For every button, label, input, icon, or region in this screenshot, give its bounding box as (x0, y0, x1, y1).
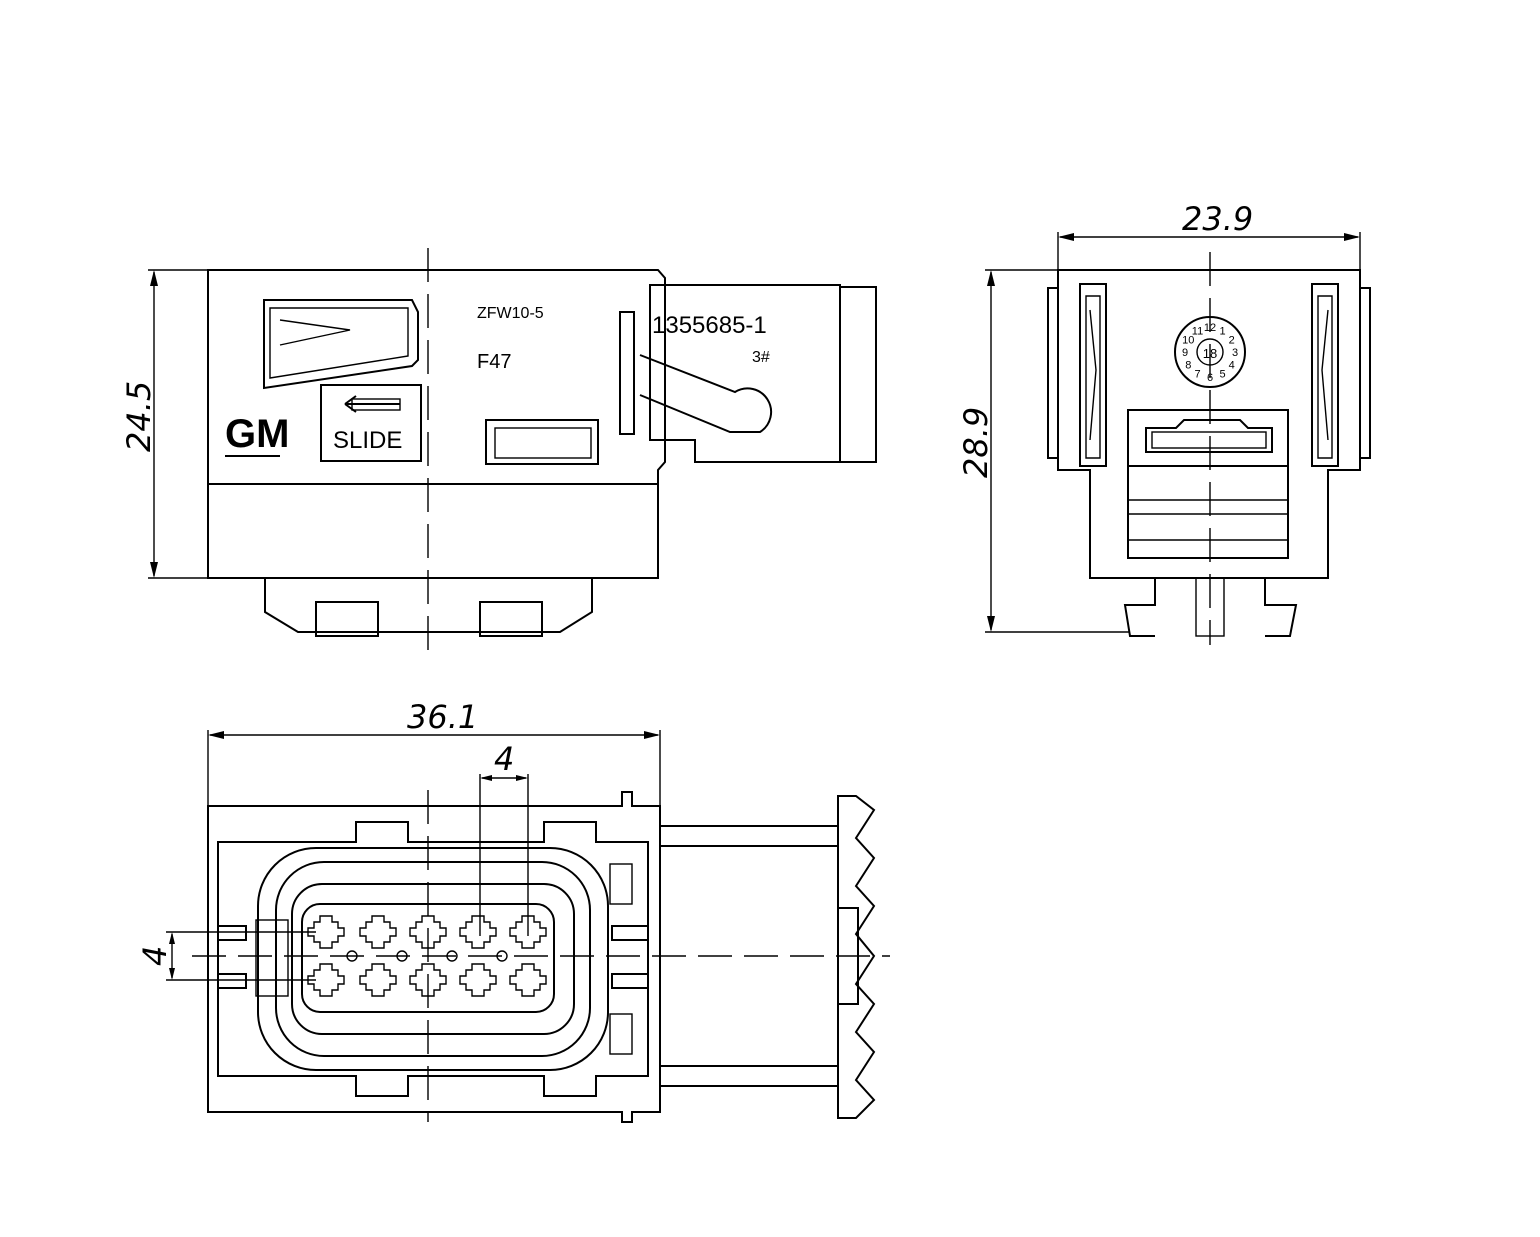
side-lever-end (839, 286, 877, 463)
terminal-cavity (509, 915, 547, 949)
side-cpa-plate (619, 311, 635, 435)
bottom-left-tabs (218, 925, 247, 989)
side-latch-window (263, 299, 419, 390)
front-center-latch-inner (1151, 431, 1267, 449)
side-bottom-feet (264, 578, 593, 633)
date-wheel-number: 2 (1229, 335, 1235, 347)
bottom-left-key (255, 919, 289, 997)
side-height-dim: 24.5 (120, 381, 158, 452)
date-wheel-number: 1 (1219, 325, 1225, 337)
side-latch-arrow (279, 319, 351, 346)
front-center-block (1127, 465, 1289, 559)
side-foot-window-right (479, 601, 543, 637)
terminal-cavity (359, 915, 397, 949)
date-wheel-number: 3 (1232, 347, 1238, 359)
terminal-cavity (307, 963, 345, 997)
bottom-view: 36.1 4 4 (136, 698, 890, 1123)
side-lower-slot-inner (494, 427, 592, 459)
terminal-cavity (459, 915, 497, 949)
row-pitch-dim: 4 (136, 946, 174, 966)
row-pitch-arrows (169, 932, 175, 980)
side-housing-outline (207, 269, 666, 579)
date-wheel-number: 7 (1194, 369, 1200, 381)
cavity-mark-label: 3# (752, 349, 770, 366)
side-lower-slot (485, 419, 599, 465)
pitch-arrows (480, 775, 528, 781)
terminal-cavity (459, 963, 497, 997)
terminal-cavity (509, 963, 547, 997)
date-wheel-number: 5 (1219, 369, 1225, 381)
front-left-latch-detail (1085, 295, 1101, 459)
gm-logo: GM (225, 412, 289, 456)
bottom-face-seal (275, 861, 591, 1057)
bottom-right-slot-bottom (609, 1013, 633, 1055)
bottom-inner-frame (217, 821, 649, 1097)
bottom-right-slot-top (609, 863, 633, 905)
date-wheel-number: 11 (1192, 325, 1203, 337)
front-housing-outline (1057, 269, 1361, 579)
front-left-foot (1123, 578, 1156, 637)
date-wheel-number: 8 (1185, 360, 1191, 372)
terminal-cavity (359, 963, 397, 997)
lot-code-label: F47 (477, 351, 511, 373)
terminal-cavity (307, 915, 345, 949)
date-wheel-number: 4 (1229, 360, 1235, 372)
date-wheel-number: 10 (1182, 335, 1194, 347)
front-center-latch (1145, 419, 1273, 453)
front-left-latch (1079, 283, 1107, 467)
pitch-dim: 4 (494, 740, 514, 778)
bottom-lever-handle (837, 795, 876, 1119)
bottom-right-tabs (611, 925, 648, 989)
front-right-pad (1360, 287, 1371, 459)
terminal-cavity (409, 915, 447, 949)
front-height-dim: 28.9 (957, 407, 995, 478)
side-latch-inner (269, 307, 409, 379)
bottom-length-dim: 36.1 (407, 698, 478, 736)
terminal-cavities (307, 915, 547, 997)
side-lever-arm (639, 354, 773, 433)
part-number-label: 1355685-1 (652, 312, 767, 339)
side-foot-window-left (315, 601, 379, 637)
bottom-face-inner (291, 883, 575, 1035)
side-view: GM SLIDE ZFW10-5 F47 1355685-1 3# 24.5 (120, 248, 877, 652)
slide-arrow-shaft (351, 398, 401, 411)
side-lever-body (649, 284, 841, 463)
part-code-label: ZFW10-5 (477, 305, 544, 322)
front-left-pad (1047, 287, 1058, 459)
date-wheel-number: 9 (1182, 347, 1188, 359)
terminal-cavity (409, 963, 447, 997)
front-right-latch (1311, 283, 1339, 467)
front-right-latch-detail (1317, 295, 1333, 459)
slide-label: SLIDE (333, 427, 402, 454)
front-right-foot (1264, 578, 1298, 637)
front-width-dim: 23.9 (1182, 200, 1253, 238)
bottom-housing-outline (207, 791, 661, 1123)
slide-label-box (320, 384, 422, 462)
bottom-lever-rails (660, 825, 838, 1087)
bottom-face-outer (257, 847, 609, 1071)
